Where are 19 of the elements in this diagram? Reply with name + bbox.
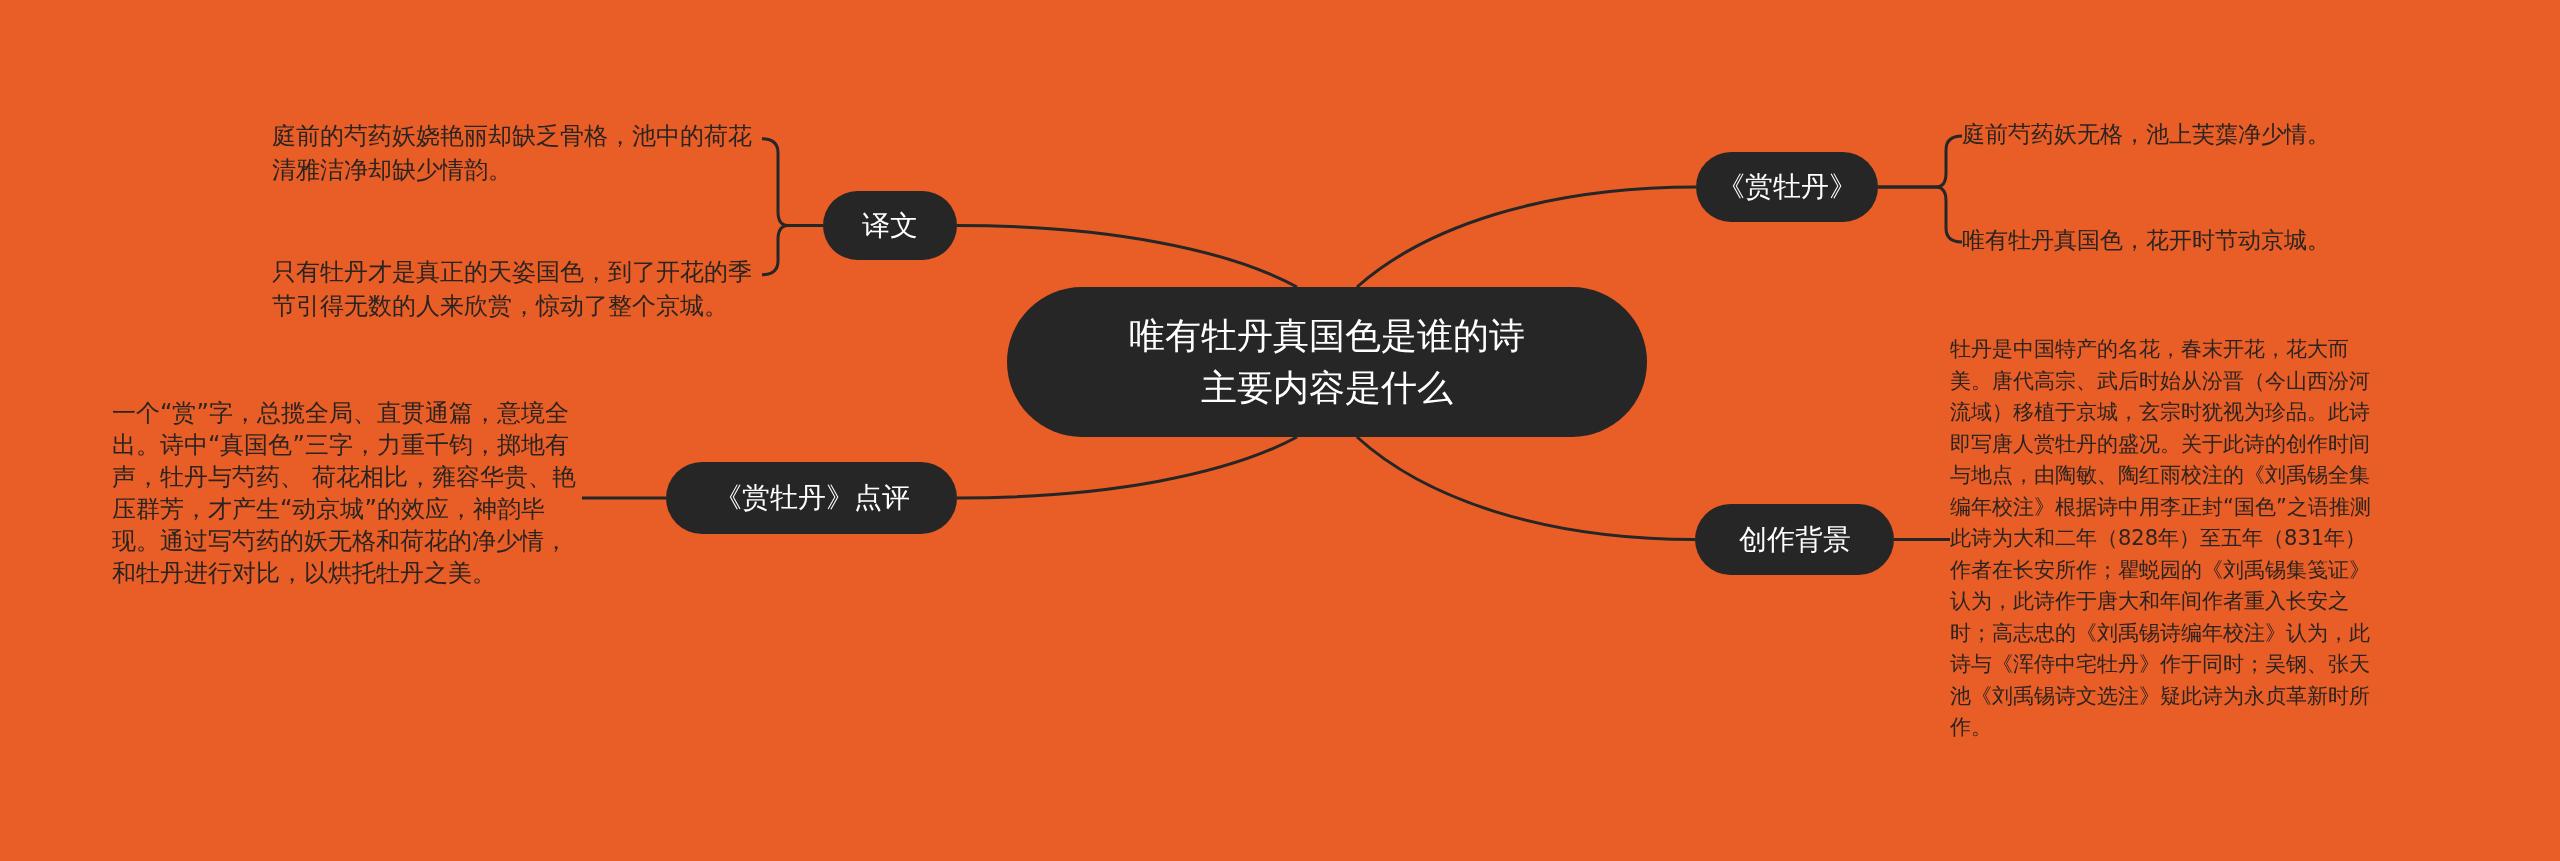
connector-line [1878, 185, 1963, 244]
topic-pill: 唯有牡丹真国色是谁的诗主要内容是什么 [1007, 287, 1647, 437]
connector-line [1894, 538, 1950, 541]
connector-line [956, 435, 1298, 500]
connector-line [761, 224, 823, 277]
leaf-text: 牡丹是中国特产的名花，春末开花，花大而美。唐代高宗、武后时始从汾晋（今山西汾河流域）移植于京城，玄宗时犹视为珍品。此诗即写唐人赏牡丹的盛况。关于此诗的创作时间与地点，由陶敏、陶红雨校注的《刘禹锡全集编年校注》根据诗中用李正封“国色”之语推测此诗为大和二年（828年）至五年（831年）作者在长安所作；瞿蜕园的《刘禹锡集笺证》认为，此诗作于唐大和年间作者重入长安之时；高志忠的《刘禹锡诗编年校注》认为，此诗与《浑侍中宅牡丹》作于同时；吴钢、张天池《刘禹锡诗文选注》疑此诗为永贞革新时所作。 [1950, 334, 2378, 754]
branch-pill: 《赏牡丹》 [1696, 152, 1878, 222]
branch-pill: 《赏牡丹》点评 [666, 462, 957, 534]
leaf-text: 唯有牡丹真国色，花开时节动京城。 [1962, 224, 2382, 262]
connector-line [582, 496, 666, 500]
leaf-text: 庭前的芍药妖娆艳丽却缺乏骨格，池中的荷花清雅洁净却缺少情韵。 [272, 120, 762, 196]
leaf-text: 只有牡丹才是真正的天姿国色，到了开花的季节引得无数的人来欣赏，惊动了整个京城。 [272, 256, 762, 332]
connector-line [956, 224, 1298, 289]
connector-line [1356, 435, 1696, 541]
leaf-text: 庭前芍药妖无格，池上芙蕖净少情。 [1962, 118, 2382, 156]
leaf-text: 一个“赏”字，总揽全局、直贯通篇，意境全出。诗中“真国色”三字，力重千钧，掷地有声，牡丹与芍药、 荷花相比，雍容华贵、艳压群芳，才产生“动京城”的效应，神韵毕现。通过写芍药的妖无格和荷花的净少情，和牡丹进行对比，以烘托牡丹之美。 [112, 398, 582, 590]
branch-pill: 译文 [823, 191, 957, 260]
connector-line [1356, 185, 1697, 289]
branch-pill: 创作背景 [1695, 504, 1894, 575]
